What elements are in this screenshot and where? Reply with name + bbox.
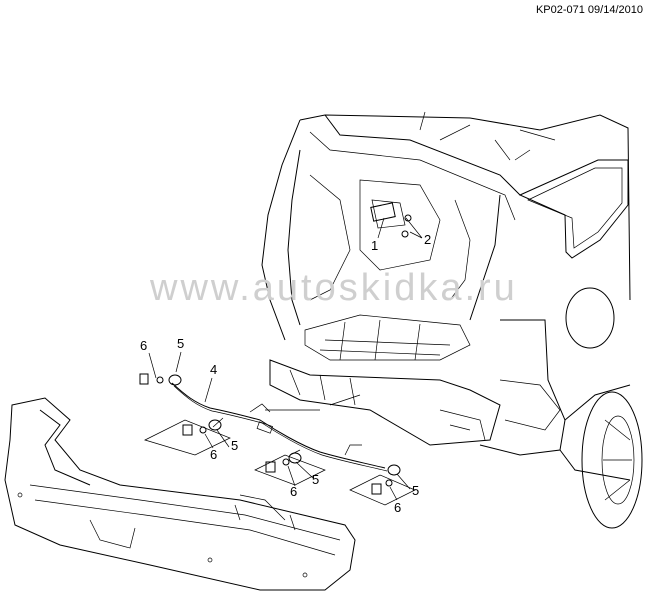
callout-6-d: 6	[394, 500, 401, 515]
callout-1: 1	[371, 238, 378, 253]
callout-5-c: 5	[312, 472, 319, 487]
callout-6-b: 6	[210, 447, 217, 462]
watermark-text: www.autoskidka.ru	[149, 267, 518, 309]
rear-bumper-fascia	[4, 397, 356, 591]
callout-numbers: 1 2 4 5 5 5 5 6 6 6 6	[140, 232, 431, 515]
callout-5-b: 5	[231, 438, 238, 453]
callout-4: 4	[210, 362, 217, 377]
parking-sensor-harness	[171, 382, 388, 472]
callout-5-d: 5	[412, 483, 419, 498]
callout-5-a: 5	[177, 336, 184, 351]
callout-2: 2	[424, 232, 431, 247]
callout-6-a: 6	[140, 338, 147, 353]
callout-6-c: 6	[290, 484, 297, 499]
vehicle-rear-body	[261, 111, 643, 529]
drawing-reference-code: KP02-071 09/14/2010	[535, 4, 643, 16]
callout-leaders	[148, 217, 423, 501]
sensor-assemblies	[139, 373, 416, 506]
